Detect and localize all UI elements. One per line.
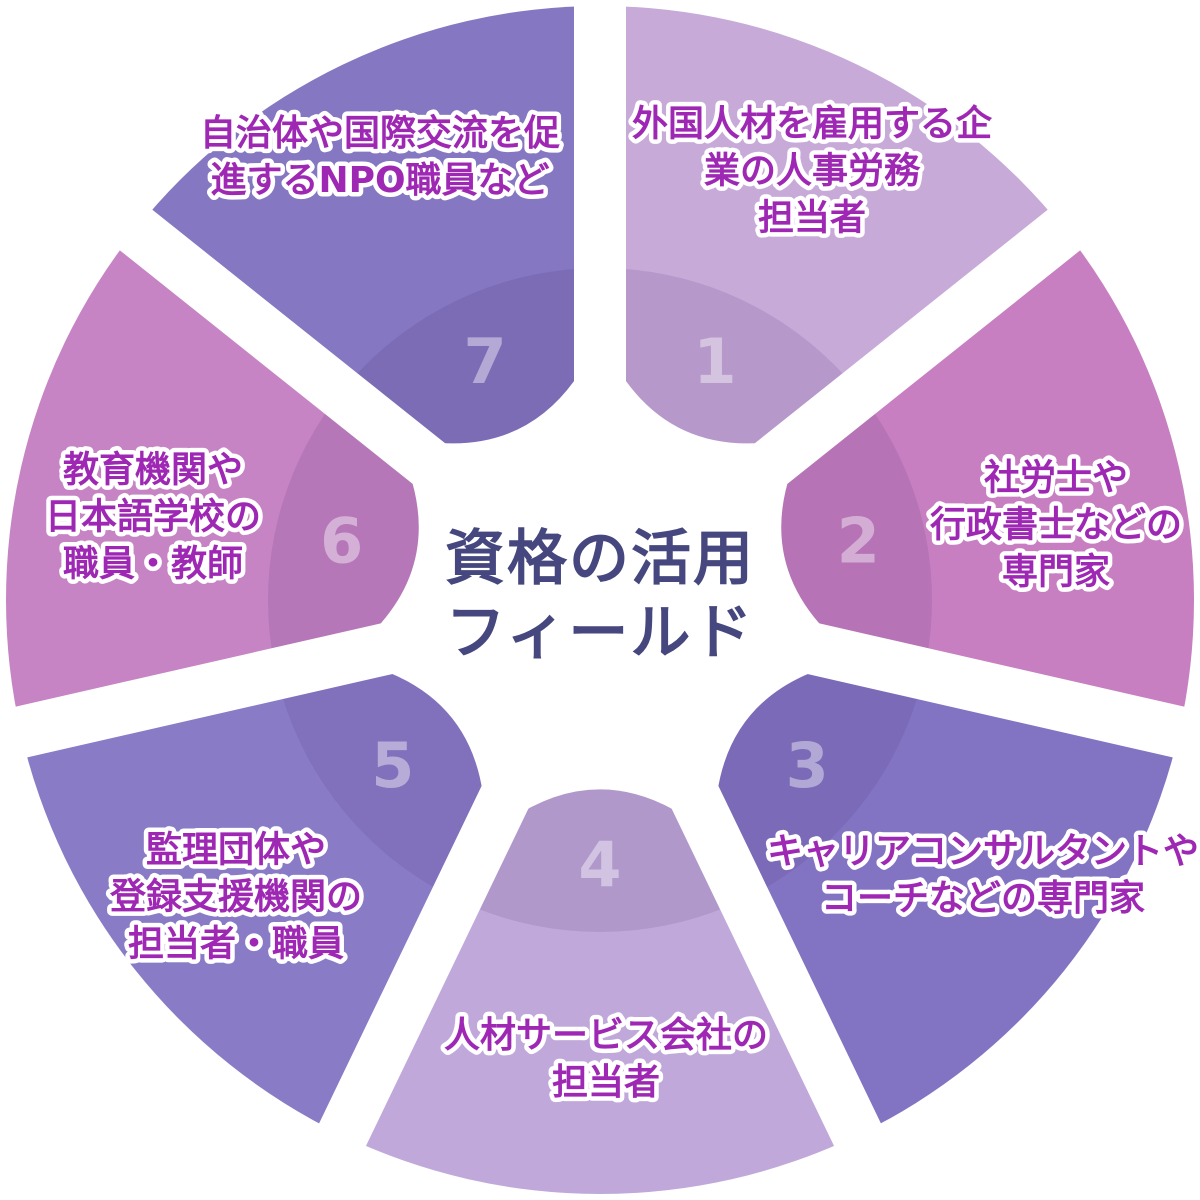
segment-petal-5 — [20, 658, 486, 1136]
segment-separator — [583, 88, 1200, 621]
segment-number-7: 7 — [463, 325, 506, 398]
segment-separator — [576, 588, 918, 1200]
segment-number-4: 4 — [578, 829, 621, 902]
segment-petal-7 — [135, 6, 601, 444]
segment-separator — [594, 574, 1200, 764]
segment-petal-3 — [714, 658, 1180, 1136]
segment-petal-2 — [781, 229, 1194, 733]
segment-petal-6 — [6, 229, 419, 733]
segment-separator — [282, 588, 624, 1200]
segment-petal-1 — [599, 5, 1065, 444]
segment-separator — [0, 574, 606, 764]
segment-number-1: 1 — [693, 325, 736, 398]
segment-label-6: 教育機関や日本語学校の職員・教師 — [45, 450, 261, 585]
segment-number-3: 3 — [786, 729, 829, 802]
segment-label-2: 社労士や行政書士などの専門家 — [930, 458, 1182, 593]
segment-label-1: 外国人材を雇用する企業の人事労務担当者 — [632, 103, 993, 239]
segment-label-3: キャリアコンサルタントやコーチなどの専門家 — [767, 831, 1199, 919]
segment-number-6: 6 — [320, 505, 363, 578]
segment-number-2: 2 — [837, 505, 880, 578]
segment-label-4: 人材サービス会社の担当者 — [444, 1015, 768, 1103]
segment-separator — [0, 88, 617, 621]
segment-label-5: 監理団体や登録支援機関の担当者・職員 — [109, 830, 362, 965]
segment-number-5: 5 — [371, 729, 414, 802]
segment-label-7: 自治体や国際交流を促進するNPO職員など — [200, 112, 560, 201]
